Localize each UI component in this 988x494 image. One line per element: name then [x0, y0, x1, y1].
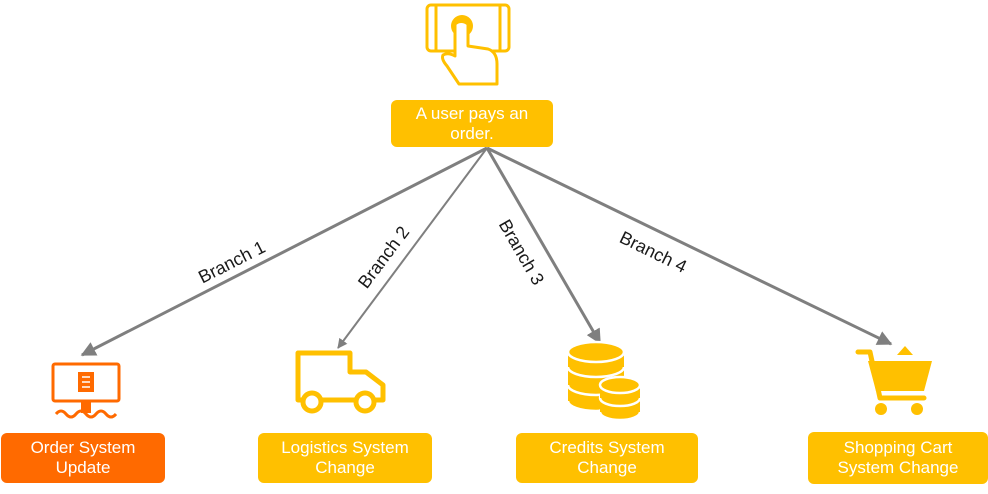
target-node-label: Order System Update [30, 438, 136, 477]
target-node-label: Credits System Change [549, 438, 665, 477]
monitor-document-icon [51, 362, 121, 419]
target-node-logistics: Logistics System Change [258, 433, 432, 483]
delivery-truck-icon [295, 350, 386, 414]
database-coins-icon [566, 340, 642, 422]
target-node-credits: Credits System Change [516, 433, 698, 483]
branch-2-arrow [337, 147, 488, 349]
hand-tapping-phone-icon [425, 3, 511, 86]
shopping-cart-icon [855, 346, 932, 415]
root-node: A user pays an order. [391, 100, 553, 147]
target-node-label: Logistics System Change [281, 438, 409, 477]
target-node-order-system: Order System Update [1, 433, 165, 483]
branch-3-arrow [485, 147, 602, 345]
branch-4-arrow [486, 146, 893, 346]
target-node-shopping-cart: Shopping Cart System Change [808, 432, 988, 484]
target-node-label: Shopping Cart System Change [837, 438, 959, 477]
branch-1-arrow [80, 146, 488, 357]
root-node-label: A user pays an order. [415, 103, 529, 143]
